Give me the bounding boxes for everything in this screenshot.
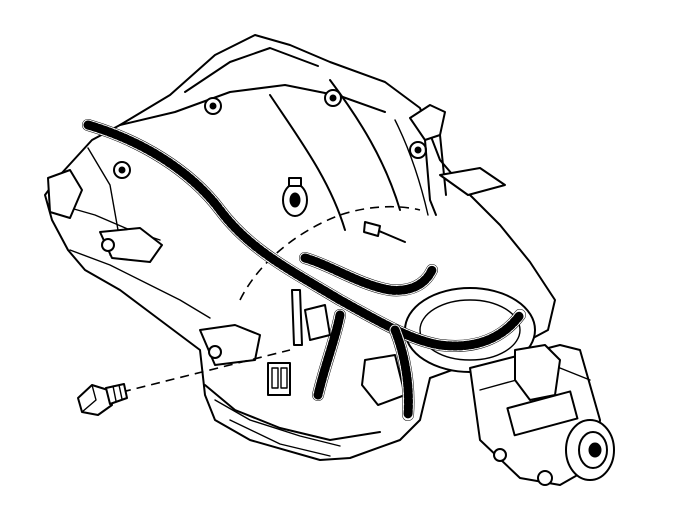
dipstick-tube — [409, 104, 506, 216]
tail-housing — [404, 287, 615, 486]
sensor-connector — [282, 177, 308, 217]
case-bolts — [101, 89, 427, 359]
harness-clip-bracket — [267, 289, 331, 396]
wiring-harness — [82, 119, 526, 421]
retaining-bolt — [77, 383, 128, 416]
